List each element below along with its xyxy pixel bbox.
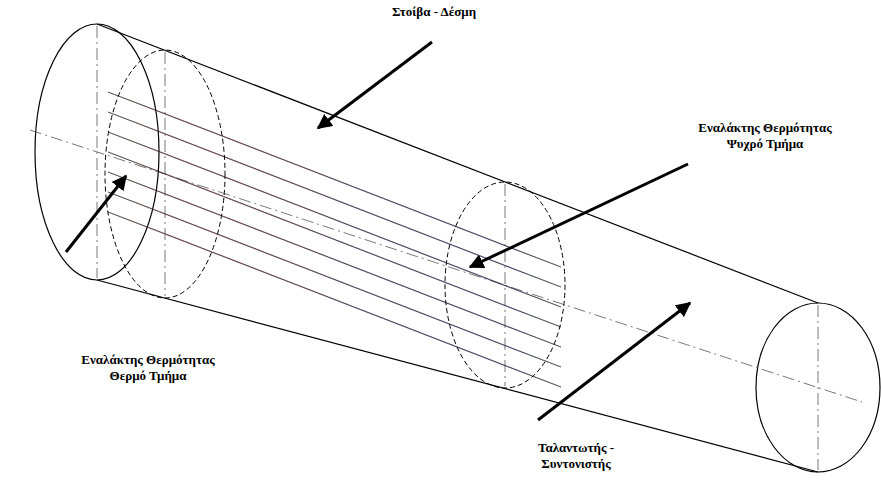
resonator-cylinder [35,24,880,472]
part-label: Ταλαντωτής - Συντονιστής [521,440,631,473]
stack-boundary [105,50,565,388]
part-label: Στοίβα - Δέσμη [324,4,544,20]
stack-plates [108,92,561,387]
center-axis [30,26,862,470]
part-label: Εναλάκτης Θερμότητας Θερμό Τμήμα [63,352,233,385]
part-label: Εναλάκτης Θερμότητας Ψυχρό Τμήμα [680,120,850,153]
